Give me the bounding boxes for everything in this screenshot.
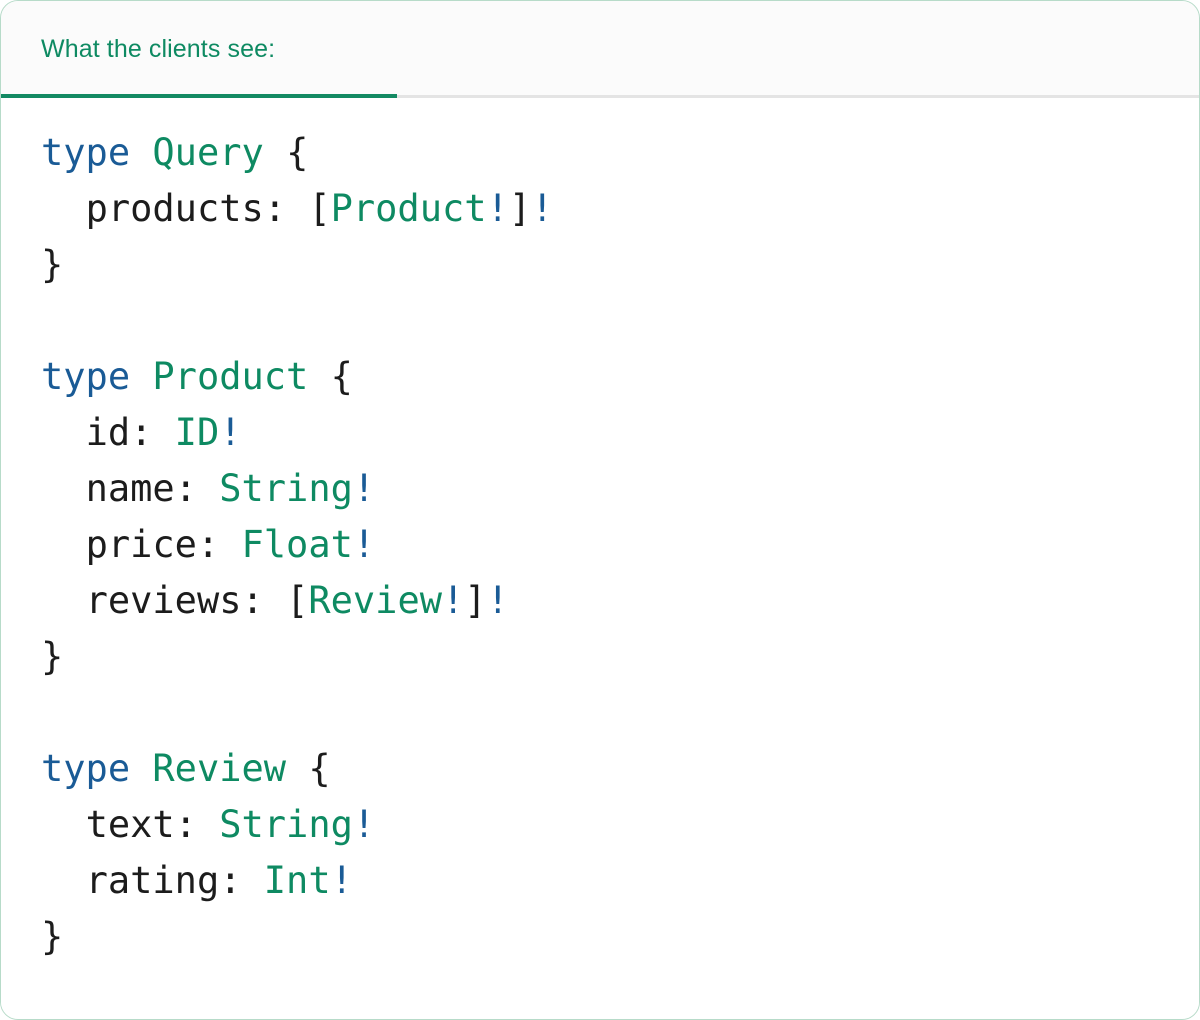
code-token-plain [130,355,152,398]
code-token-kw: type [41,131,131,174]
code-token-bang: ! [352,523,376,566]
code-line: type Review { [41,741,1199,797]
code-token-plain: rating: [85,859,242,902]
code-line-blank: ​ [41,293,1199,349]
code-token-plain: text: [85,803,197,846]
code-token-plain [197,803,219,846]
code-indent [41,859,86,902]
code-token-plain [219,523,241,566]
code-token-kw: type [41,355,131,398]
code-indent [41,803,86,846]
code-line: type Query { [41,125,1199,181]
code-token-punct: [ [286,579,309,622]
code-token-type: Float [241,523,353,566]
code-indent [41,187,86,230]
code-indent [41,579,86,622]
tabstrip-divider [1,95,1199,98]
code-token-plain [242,859,264,902]
code-token-punct: } [41,915,64,958]
code-line: reviews: [Review!]! [41,573,1199,629]
tab-active-indicator [1,94,397,98]
code-token-plain [197,467,219,510]
code-token-bang: ! [219,411,242,454]
code-line: } [41,909,1199,965]
code-token-punct: [ [308,187,331,230]
code-line: } [41,237,1199,293]
tabstrip: What the clients see: [1,1,1199,98]
tab-clients-view[interactable]: What the clients see: [1,1,397,98]
code-token-punct: ] [508,187,532,230]
code-panel[interactable]: type Query { products: [Product!]!}​type… [1,98,1199,1018]
code-token-plain: id: [85,411,153,454]
code-line: text: String! [41,797,1199,853]
code-token-plain [130,747,152,790]
code-token-type: Review [152,747,287,790]
code-token-punct: } [41,243,64,286]
code-token-kw: type [41,747,131,790]
code-token-bang: ! [442,579,465,622]
code-token-type: Product [330,187,487,230]
code-token-type: Query [152,131,264,174]
code-token-bang: ! [486,579,509,622]
code-token-bang: ! [352,803,376,846]
code-token-plain: price: [85,523,220,566]
code-token-plain: name: [85,467,197,510]
code-token-plain [264,579,286,622]
code-token-plain [264,131,286,174]
code-indent [41,467,86,510]
code-token-plain [308,355,330,398]
code-token-bang: ! [330,859,353,902]
code-token-bang: ! [531,187,554,230]
code-token-plain: reviews: [85,579,264,622]
code-line-blank: ​ [41,685,1199,741]
code-token-plain [130,131,152,174]
code-indent [41,523,86,566]
code-token-punct: } [41,635,64,678]
code-token-type: Review [308,579,442,622]
code-token-bang: ! [352,467,376,510]
code-token-punct: { [308,747,331,790]
code-line: rating: Int! [41,853,1199,909]
graphql-schema-code: type Query { products: [Product!]!}​type… [41,125,1199,965]
code-token-type: String [219,803,353,846]
code-token-bang: ! [486,187,509,230]
code-token-type: String [219,467,353,510]
code-line: name: String! [41,461,1199,517]
code-line: type Product { [41,349,1199,405]
code-token-plain [286,187,308,230]
code-token-punct: { [286,131,309,174]
code-indent [41,411,86,454]
code-token-punct: { [330,355,353,398]
code-line: id: ID! [41,405,1199,461]
code-token-type: Int [263,859,331,902]
code-token-punct: ] [464,579,487,622]
tab-clients-view-label: What the clients see: [41,35,276,63]
code-token-type: Product [152,355,309,398]
code-line: products: [Product!]! [41,181,1199,237]
code-token-plain [286,747,308,790]
code-token-plain: products: [85,187,287,230]
code-token-type: ID [174,411,220,454]
code-token-plain [152,411,174,454]
code-line: price: Float! [41,517,1199,573]
code-line: } [41,629,1199,685]
